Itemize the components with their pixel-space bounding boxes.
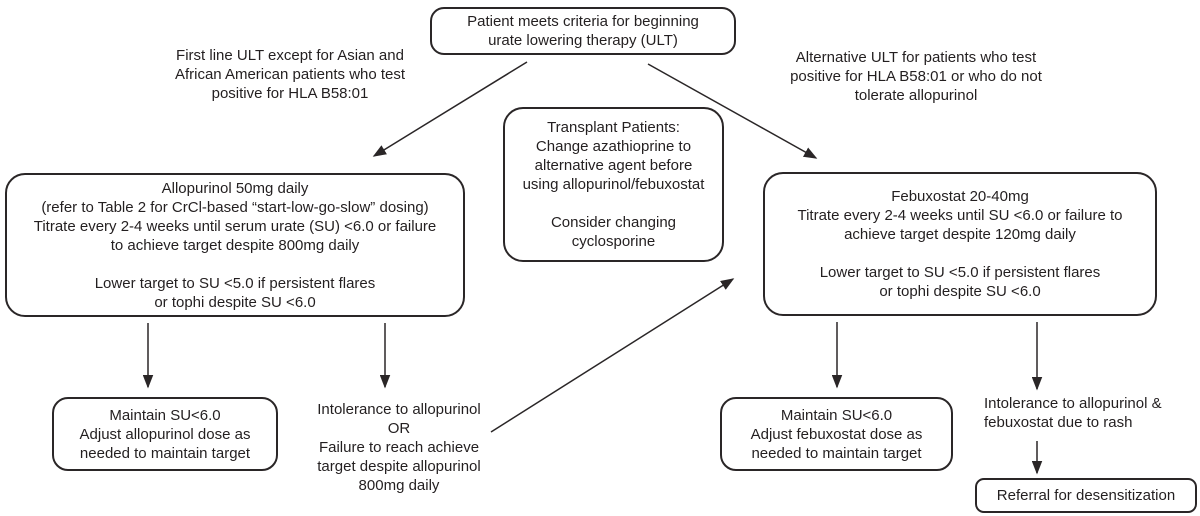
label-first-line-ult: First line ULT except for Asian and Afri…	[174, 47, 406, 102]
flow-node-maintain-febuxostat: Maintain SU<6.0 Adjust febuxostat dose a…	[720, 397, 953, 471]
arrow-start-to-febuxostat	[647, 63, 818, 159]
arrow-start-to-allopurinol	[372, 61, 528, 157]
flow-node-febuxostat: Febuxostat 20-40mg Titrate every 2-4 wee…	[763, 172, 1157, 316]
label-alternative-ult: Alternative ULT for patients who test po…	[790, 49, 1042, 104]
flow-node-maintain-allopurinol: Maintain SU<6.0 Adjust allopurinol dose …	[52, 397, 278, 471]
flow-node-transplant-patients: Transplant Patients: Change azathioprine…	[503, 107, 724, 262]
label-intolerance-both-drugs: Intolerance to allopurinol & febuxostat …	[984, 395, 1162, 431]
flow-node-allopurinol: Allopurinol 50mg daily (refer to Table 2…	[5, 173, 465, 317]
label-intolerance-allopurinol: Intolerance to allopurinol OR Failure to…	[317, 401, 481, 494]
flow-node-start-criteria: Patient meets criteria for beginning ura…	[430, 7, 736, 55]
flow-node-referral-desensitization: Referral for desensitization	[975, 478, 1197, 513]
arrow-intolerance-to-febuxostat	[490, 278, 735, 433]
